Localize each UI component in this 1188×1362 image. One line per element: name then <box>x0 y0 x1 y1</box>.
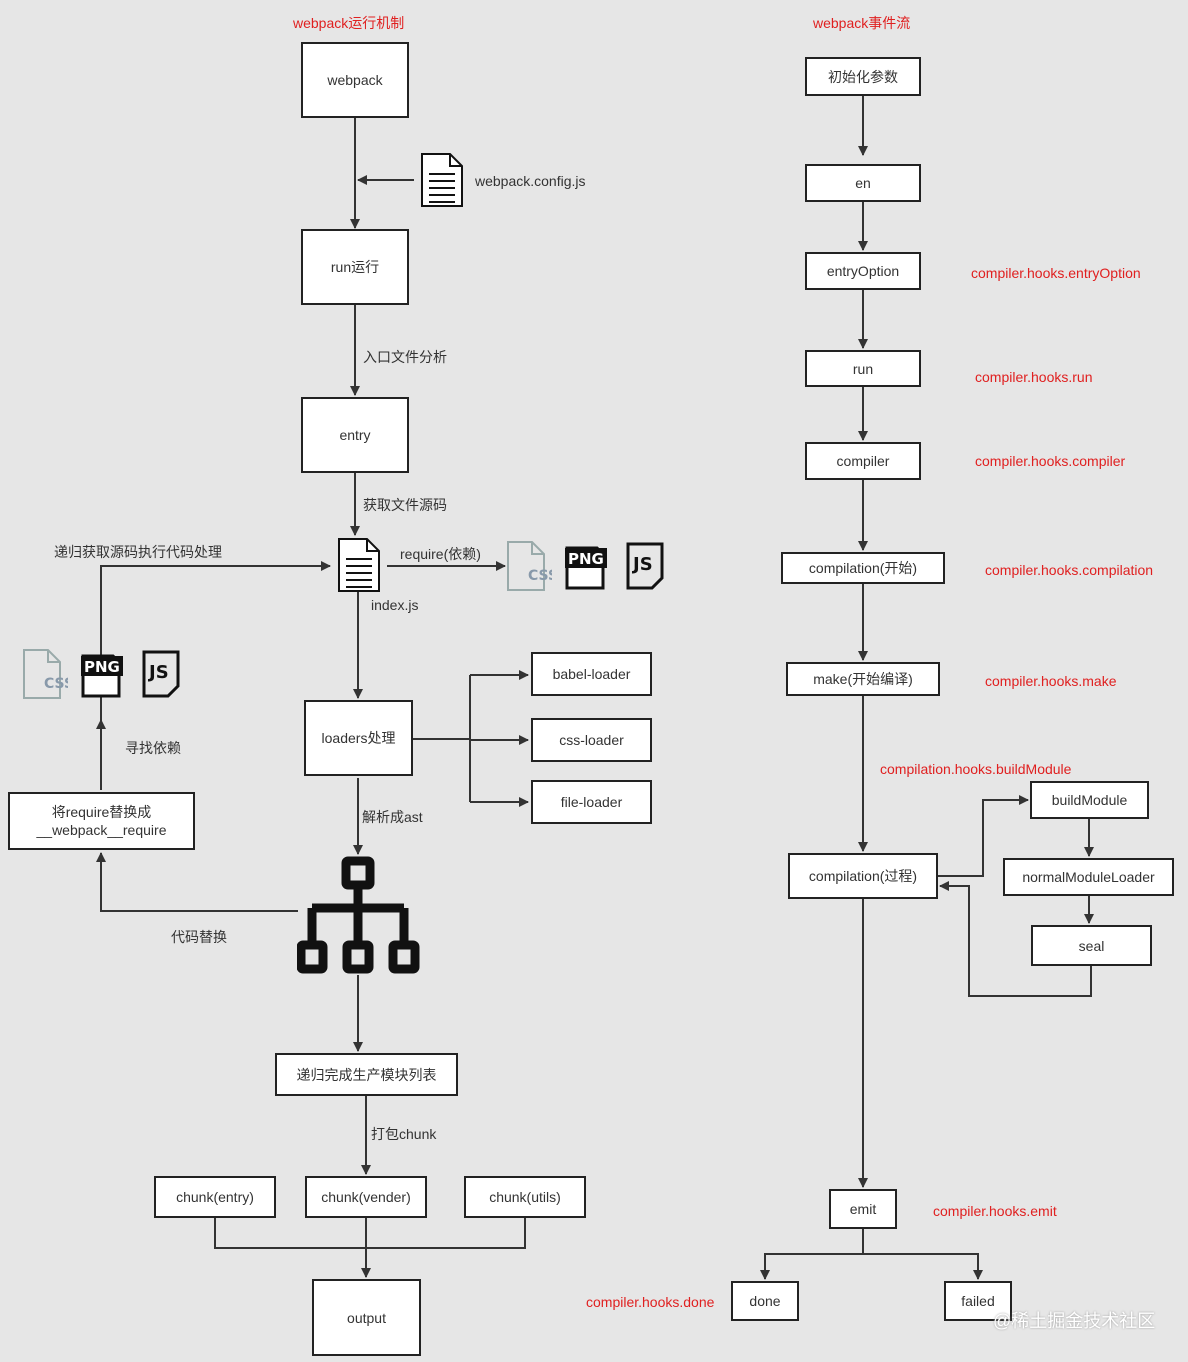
hook-make-label: compiler.hooks.make <box>985 673 1117 689</box>
svg-text:JS: JS <box>147 662 169 683</box>
document-icon <box>338 538 380 592</box>
compilation-process-node: compilation(过程) <box>788 853 938 899</box>
document-icon <box>421 153 463 207</box>
edge-label-recursive: 递归获取源码执行代码处理 <box>54 544 222 560</box>
edge-label-code-replace: 代码替换 <box>171 929 227 945</box>
failed-node: failed <box>944 1281 1012 1321</box>
edge-label-find-deps: 寻找依赖 <box>125 740 181 756</box>
compiler-node: compiler <box>805 442 921 480</box>
hook-done-label: compiler.hooks.done <box>586 1294 715 1310</box>
file-loader-node: file-loader <box>531 780 652 824</box>
config-file-label: webpack.config.js <box>475 173 586 189</box>
en-node: en <box>805 164 921 202</box>
left-diagram-title: webpack运行机制 <box>293 15 405 31</box>
js-file-icon: JS <box>142 650 180 698</box>
css-file-icon: CSS <box>507 541 552 591</box>
chunk-utils-node: chunk(utils) <box>464 1176 586 1218</box>
compilation-start-node: compilation(开始) <box>781 552 945 584</box>
replace-require-node: 将require替换成 __webpack__require <box>8 792 195 850</box>
hook-compilation-label: compiler.hooks.compilation <box>985 562 1154 578</box>
edge-label-entry-analysis: 入口文件分析 <box>363 349 447 365</box>
edge-label-require: require(依赖) <box>400 546 481 562</box>
right-diagram-title: webpack事件流 <box>813 15 911 31</box>
svg-text:PNG: PNG <box>84 658 120 676</box>
hook-entry-option-label: compiler.hooks.entryOption <box>971 265 1141 281</box>
babel-loader-node: babel-loader <box>531 652 652 696</box>
entry-node: entry <box>301 397 409 473</box>
chunk-vender-node: chunk(vender) <box>305 1176 427 1218</box>
init-params-node: 初始化参数 <box>805 57 921 96</box>
hook-run-label: compiler.hooks.run <box>975 369 1093 385</box>
webpack-node: webpack <box>301 42 409 118</box>
svg-text:CSS: CSS <box>528 568 552 584</box>
svg-text:PNG: PNG <box>568 550 604 568</box>
output-node: output <box>312 1279 421 1356</box>
svg-text:CSS: CSS <box>44 676 68 692</box>
loaders-node: loaders处理 <box>304 700 413 776</box>
edge-label-get-source: 获取文件源码 <box>363 497 447 513</box>
normal-module-loader-node: normalModuleLoader <box>1003 858 1174 896</box>
entry-option-node: entryOption <box>805 252 921 290</box>
svg-text:JS: JS <box>631 554 653 575</box>
build-module-node: buildModule <box>1030 781 1149 819</box>
css-loader-node: css-loader <box>531 718 652 762</box>
run-event-node: run <box>805 350 921 387</box>
run-node: run运行 <box>301 229 409 305</box>
hook-emit-label: compiler.hooks.emit <box>933 1203 1057 1219</box>
edge-label-pack-chunk: 打包chunk <box>371 1126 437 1142</box>
hook-compiler-label: compiler.hooks.compiler <box>975 453 1126 469</box>
seal-node: seal <box>1031 925 1152 966</box>
make-node: make(开始编译) <box>786 662 940 696</box>
hook-build-module-label: compilation.hooks.buildModule <box>880 761 1072 777</box>
png-file-icon: PNG <box>81 654 123 698</box>
replace-require-line1: 将require替换成 <box>51 804 152 820</box>
js-file-icon: JS <box>626 542 664 590</box>
replace-require-line2: __webpack__require <box>36 822 167 838</box>
module-list-node: 递归完成生产模块列表 <box>275 1053 458 1096</box>
emit-node: emit <box>829 1189 897 1229</box>
index-js-label: index.js <box>371 597 419 613</box>
png-file-icon: PNG <box>565 546 607 590</box>
chunk-entry-node: chunk(entry) <box>154 1176 276 1218</box>
edge-label-parse-ast: 解析成ast <box>362 809 423 825</box>
css-file-icon: CSS <box>23 649 68 699</box>
done-node: done <box>731 1281 799 1321</box>
ast-tree-icon <box>297 856 420 974</box>
watermark: @稀土掘金技术社区 <box>993 1311 1156 1331</box>
